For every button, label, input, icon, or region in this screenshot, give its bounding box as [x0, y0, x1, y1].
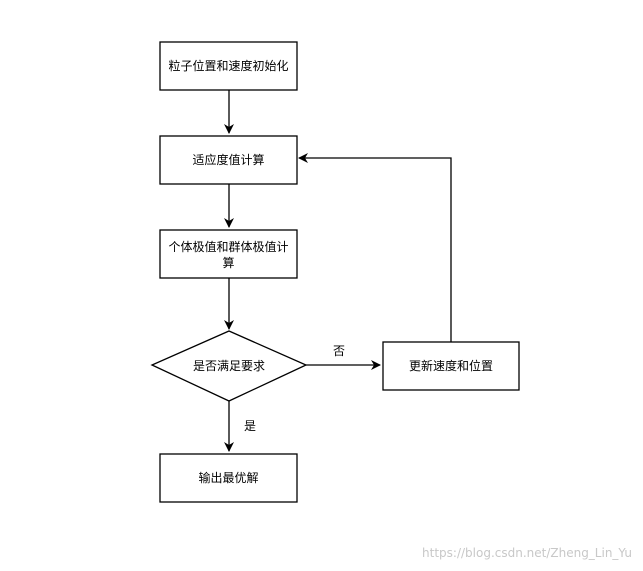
decision-node: [150, 330, 308, 402]
fitness-node: [159, 135, 298, 185]
edge-update-to-fitness: [298, 153, 452, 342]
edge-label-no: 否: [333, 344, 345, 358]
output-node: [159, 453, 298, 503]
extreme-node: [159, 229, 298, 279]
update-node: [382, 341, 520, 391]
init-node: [159, 41, 298, 91]
decision-node-label: 是否满足要求: [193, 359, 265, 373]
fitness-node-label: 适应度值计算: [192, 152, 264, 167]
output-node-label: 输出最优解: [198, 470, 258, 485]
init-node-label: 粒子位置和速度初始化: [168, 58, 288, 73]
extreme-node-label-line2: 算: [222, 255, 234, 270]
edge-label-yes: 是: [244, 419, 256, 433]
watermark: https://blog.csdn.net/Zheng_Lin_Yu: [422, 546, 632, 560]
update-node-label: 更新速度和位置: [409, 358, 493, 373]
extreme-node-label-line1: 个体极值和群体极值计: [168, 239, 288, 254]
